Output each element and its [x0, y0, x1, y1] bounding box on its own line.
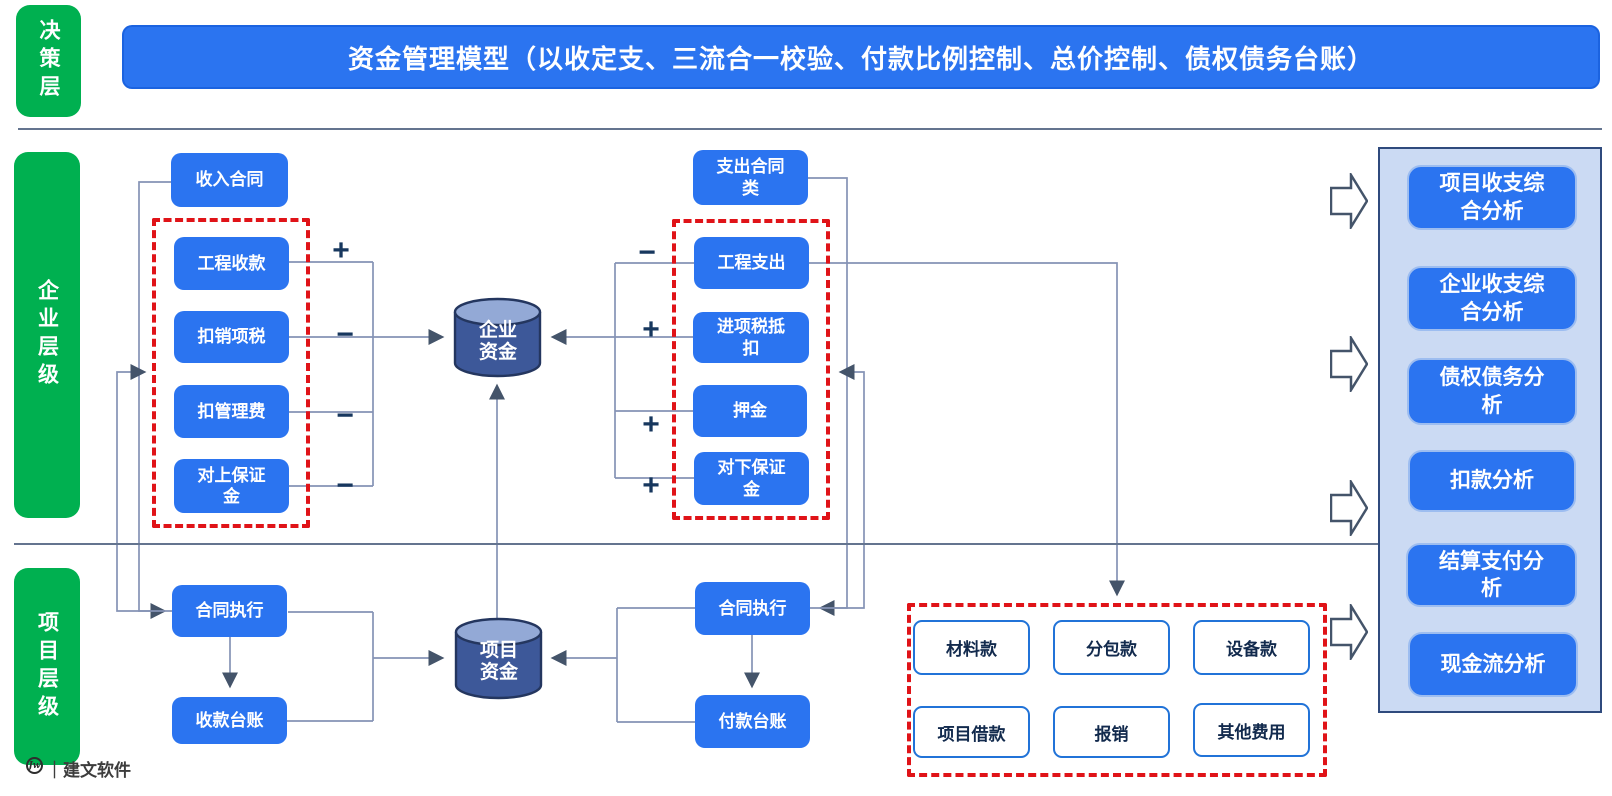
income-deduction-group-frame: [152, 218, 310, 528]
equipment-payment-box: 设备款: [1193, 620, 1310, 675]
material-payment-label: 材料款: [946, 640, 997, 659]
contract-execution-expense-label: 合同执行: [718, 598, 787, 618]
project-expense-box: 工程支出: [694, 237, 809, 289]
header-divider: [18, 128, 1602, 130]
expense-sign-plus-1: +: [642, 313, 660, 346]
block-arrow-icon-3: [1330, 480, 1368, 536]
expense-contract-type-label: 支出合同类: [716, 157, 785, 198]
income-sign-minus-1: −: [336, 318, 354, 351]
income-contract-label: 收入合同: [195, 170, 264, 190]
project-receipt-box: 工程收款: [174, 237, 289, 290]
project-loan-label: 项目借款: [937, 724, 1006, 744]
analysis-panel: [1378, 147, 1602, 713]
receipt-ledger-box: 收款台账: [172, 697, 287, 744]
management-fee-deduction-box: 扣管理费: [174, 385, 289, 438]
page-title: 资金管理模型（以收定支、三流合一校验、付款比例控制、总价控制、债权债务台账）: [347, 43, 1374, 74]
income-contract-box: 收入合同: [171, 153, 288, 207]
subcontract-payment-label: 分包款: [1086, 640, 1137, 659]
income-sign-minus-2: −: [336, 399, 354, 432]
upstream-deposit-label: 对上保证金: [197, 465, 266, 506]
project-loan-box: 项目借款: [913, 706, 1030, 758]
input-tax-credit-box: 进项税抵扣: [693, 312, 809, 363]
expense-sign-minus: −: [638, 236, 656, 269]
payment-ledger-box: 付款台账: [695, 695, 810, 748]
deduction-analysis-label: 扣款分析: [1449, 469, 1534, 493]
expense-sign-plus-2: +: [642, 408, 660, 441]
settlement-payment-analysis-label: 结算支付分析: [1438, 549, 1544, 600]
enterprise-fund-label: 企业资金: [478, 320, 517, 363]
downstream-deposit-box: 对下保证金: [694, 452, 809, 505]
project-balance-analysis-box: 项目收支综合分析: [1407, 165, 1577, 230]
expense-group-frame: [672, 219, 830, 520]
debt-credit-analysis-box: 债权债务分析: [1407, 358, 1577, 425]
downstream-deposit-label: 对下保证金: [717, 458, 786, 499]
cashflow-analysis-box: 现金流分析: [1408, 632, 1578, 697]
contract-execution-expense-box: 合同执行: [695, 582, 810, 635]
block-arrow-icon-1: [1330, 173, 1368, 229]
project-fund-cylinder: [454, 617, 543, 700]
project-fund-label: 项目资金: [479, 640, 518, 683]
block-arrow-icon-4: [1330, 604, 1368, 660]
income-sign-plus: +: [332, 234, 350, 267]
other-expense-label: 其他费用: [1217, 722, 1286, 742]
equipment-payment-label: 设备款: [1226, 640, 1277, 659]
reimbursement-label: 报销: [1094, 724, 1129, 744]
payment-types-frame: [907, 603, 1327, 777]
project-balance-analysis-label: 项目收支综合分析: [1439, 172, 1545, 223]
brand-logo-icon: Jw: [26, 757, 43, 774]
deposit-box: 押金: [693, 385, 807, 437]
contract-execution-income-label: 合同执行: [195, 601, 264, 621]
brand-name: ｜建文软件: [46, 761, 131, 780]
settlement-payment-analysis-box: 结算支付分析: [1406, 543, 1577, 607]
deduction-analysis-box: 扣款分析: [1408, 450, 1576, 512]
cashflow-analysis-label: 现金流分析: [1440, 652, 1546, 676]
title-banner: 资金管理模型（以收定支、三流合一校验、付款比例控制、总价控制、债权债务台账）: [122, 25, 1600, 89]
project-layer-label: 项目层级: [35, 610, 59, 723]
expense-contract-type-box: 支出合同类: [693, 150, 808, 205]
project-expense-label: 工程支出: [717, 253, 786, 273]
other-expense-box: 其他费用: [1193, 703, 1310, 757]
enterprise-balance-analysis-label: 企业收支综合分析: [1439, 273, 1545, 324]
output-tax-deduction-label: 扣销项税: [197, 327, 266, 347]
upstream-deposit-box: 对上保证金: [174, 459, 289, 513]
project-layer-badge: 项目层级: [14, 568, 80, 765]
enterprise-balance-analysis-box: 企业收支综合分析: [1407, 266, 1577, 331]
input-tax-credit-label: 进项税抵扣: [716, 317, 785, 358]
section-divider: [14, 543, 1378, 545]
payment-ledger-label: 付款台账: [718, 711, 787, 731]
decision-layer-label: 决策层: [37, 19, 60, 103]
project-receipt-label: 工程收款: [197, 253, 266, 273]
income-sign-minus-3: −: [336, 469, 354, 502]
block-arrow-icon-2: [1330, 336, 1368, 392]
management-fee-deduction-label: 扣管理费: [197, 401, 266, 421]
deposit-label: 押金: [733, 401, 767, 421]
enterprise-layer-badge: 企业层级: [14, 152, 80, 518]
output-tax-deduction-box: 扣销项税: [174, 311, 289, 363]
enterprise-layer-label: 企业层级: [35, 279, 59, 391]
contract-execution-income-box: 合同执行: [172, 585, 287, 637]
expense-sign-plus-3: +: [642, 469, 660, 502]
debt-credit-analysis-label: 债权债务分析: [1439, 366, 1545, 417]
receipt-ledger-label: 收款台账: [195, 710, 264, 730]
subcontract-payment-box: 分包款: [1053, 620, 1170, 675]
reimbursement-box: 报销: [1053, 706, 1170, 758]
decision-layer-badge: 决策层: [16, 5, 81, 117]
enterprise-fund-cylinder: [453, 297, 542, 378]
material-payment-box: 材料款: [913, 620, 1030, 675]
